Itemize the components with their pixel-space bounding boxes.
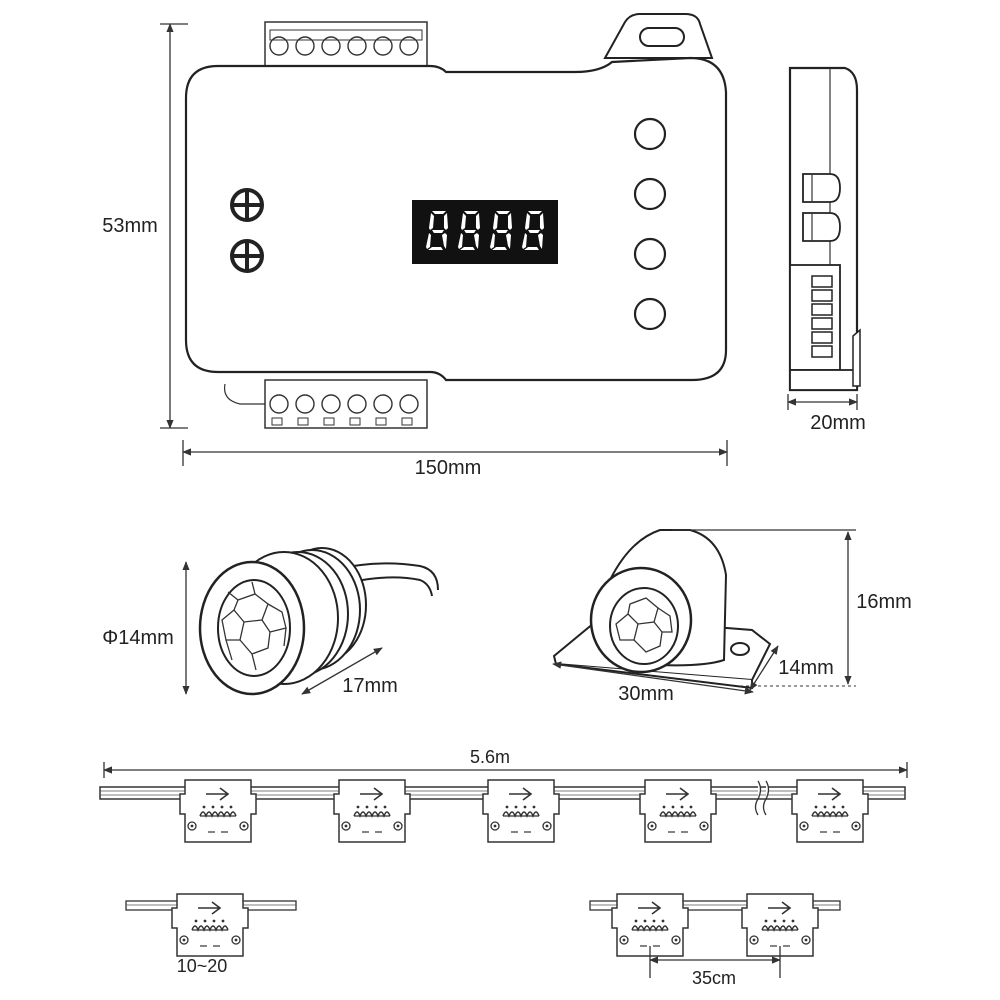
- adjust-knob-1: [230, 188, 264, 222]
- surface-sensor-width-label: 14mm: [778, 657, 834, 679]
- led-display: [412, 200, 558, 264]
- side-knob-1: [802, 173, 841, 203]
- led-pixel-5: [791, 779, 869, 843]
- led-pixel-1: [179, 779, 257, 843]
- top-terminal-block: [264, 21, 428, 71]
- led-pixel-3: [482, 779, 560, 843]
- surface-sensor-height-label: 16mm: [856, 591, 912, 613]
- controller-front-view: [184, 13, 728, 429]
- round-sensor: [198, 547, 439, 696]
- bottom-terminal-block: [264, 379, 428, 429]
- mounting-hole: [730, 642, 750, 656]
- pixel-spacing-detail: [589, 893, 841, 957]
- round-sensor-length-label: 17mm: [342, 675, 398, 697]
- strip-length-label: 5.6m: [470, 747, 510, 767]
- controller-depth-label: 20mm: [810, 412, 866, 434]
- controller-width-label: 150mm: [415, 457, 482, 479]
- side-terminal-slots: [811, 275, 833, 358]
- surface-sensor-length-label: 30mm: [618, 683, 674, 705]
- mounting-slot: [639, 27, 685, 47]
- single-pixel-detail: [125, 893, 297, 957]
- control-button-4: [633, 297, 667, 331]
- round-sensor-diameter-label: Φ14mm: [102, 627, 174, 649]
- controller-height-label: 53mm: [102, 215, 158, 237]
- led-pixel-2: [333, 779, 411, 843]
- controller-side-view: [788, 66, 861, 392]
- control-button-1: [633, 117, 667, 151]
- adjust-knob-2: [230, 239, 264, 273]
- pixel-spacing-label: 35cm: [692, 968, 736, 988]
- control-button-2: [633, 177, 667, 211]
- control-button-3: [633, 237, 667, 271]
- side-knob-2: [802, 212, 841, 242]
- led-pixel-4: [639, 779, 717, 843]
- surface-sensor: [552, 529, 772, 690]
- pixel-count-label: 10~20: [177, 956, 228, 976]
- led-pixel-single: [171, 893, 249, 957]
